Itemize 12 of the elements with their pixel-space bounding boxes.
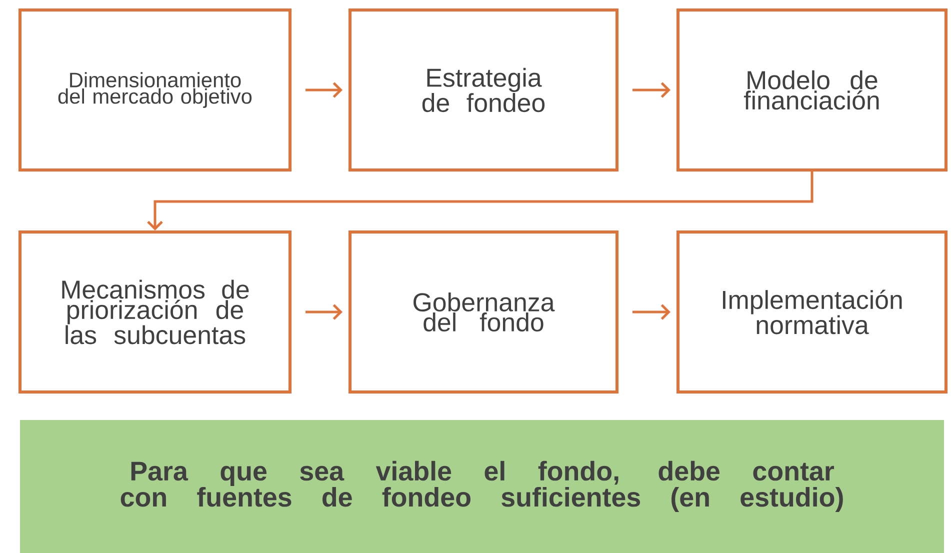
process-box: Estrategia de fondeo — [348, 8, 618, 172]
note-band: Para que sea viable el fondo, debe contar con fuentes de fondeo suficientes (en estudio) — [20, 420, 944, 553]
arrow — [632, 82, 670, 98]
process-box: Modelo de financiación — [676, 8, 948, 172]
process-box: Implementación normativa — [676, 230, 948, 394]
arrow — [306, 82, 342, 98]
process-box: Gobernanza del fondo — [348, 230, 618, 394]
arrow — [306, 304, 342, 320]
process-box: Dimensionamiento del mercado objetivo — [18, 8, 292, 172]
process-box: Mecanismos de priorización de las subcuentas — [18, 230, 292, 394]
arrow — [147, 172, 814, 230]
arrow — [632, 304, 670, 320]
